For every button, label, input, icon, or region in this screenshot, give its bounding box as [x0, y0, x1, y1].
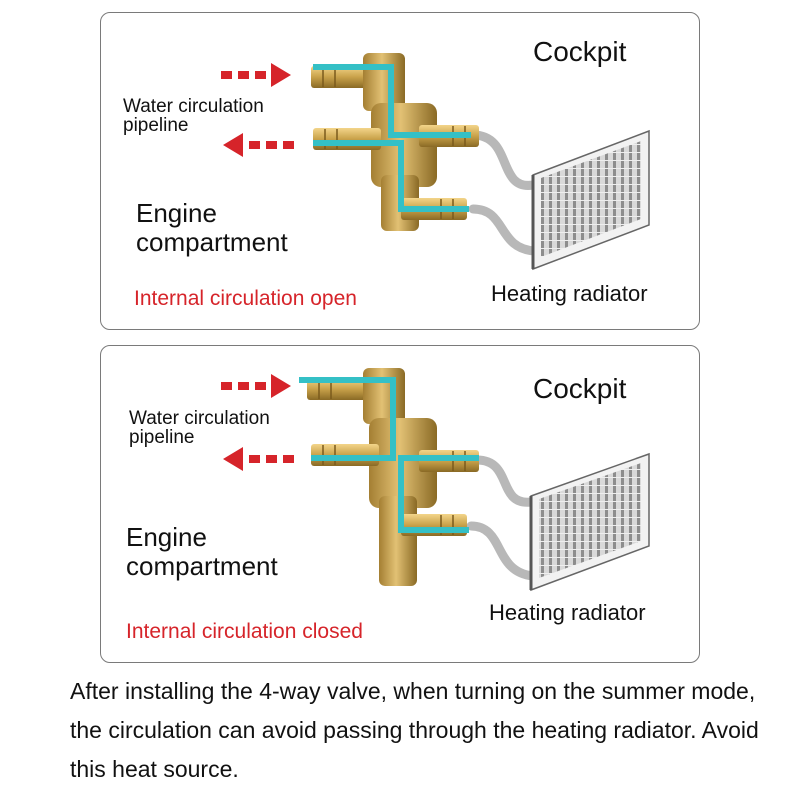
radiator-label: Heating radiator: [491, 281, 648, 306]
valve-diagram-open: [221, 53, 650, 271]
engine-label-line2: compartment: [126, 551, 278, 582]
flow-path-highlight: [313, 64, 471, 212]
caption-text: After installing the 4-way valve, when t…: [70, 678, 759, 782]
pipeline-label: Water circulation pipeline: [123, 97, 264, 135]
pipeline-label-line1: Water circulation: [123, 96, 264, 117]
pipeline-label-line2: pipeline: [123, 115, 189, 136]
cockpit-label: Cockpit: [533, 36, 627, 67]
flow-arrow-right: [221, 374, 291, 398]
flow-arrow-left: [223, 133, 294, 157]
diagram-panel-open: Cockpit Water circulation pipeline Engin…: [100, 12, 700, 330]
engine-label: Engine compartment: [136, 198, 288, 258]
status-label: Internal circulation open: [134, 287, 357, 310]
cockpit-label: Cockpit: [533, 373, 627, 404]
radiator-hoses: [468, 130, 540, 256]
engine-label-line1: Engine: [136, 198, 217, 228]
radiator-label: Heating radiator: [489, 600, 646, 625]
flow-arrow-left: [223, 447, 294, 471]
engine-label-line2: compartment: [136, 227, 288, 258]
flow-arrow-right: [221, 63, 291, 87]
valve-diagram-closed: [221, 368, 650, 592]
pipeline-label-line2: pipeline: [129, 427, 195, 448]
flow-path-highlight: [299, 377, 479, 533]
pipeline-label: Water circulation pipeline: [129, 409, 270, 447]
diagram-panel-closed: Cockpit Water circulation pipeline Engin…: [100, 345, 700, 663]
pipeline-label-line1: Water circulation: [129, 408, 270, 429]
engine-label-line1: Engine: [126, 522, 207, 552]
engine-label: Engine compartment: [126, 522, 278, 582]
status-label: Internal circulation closed: [126, 620, 363, 643]
heating-radiator-icon: [531, 129, 650, 271]
heating-radiator-icon: [529, 452, 650, 592]
radiator-hoses: [466, 455, 538, 581]
